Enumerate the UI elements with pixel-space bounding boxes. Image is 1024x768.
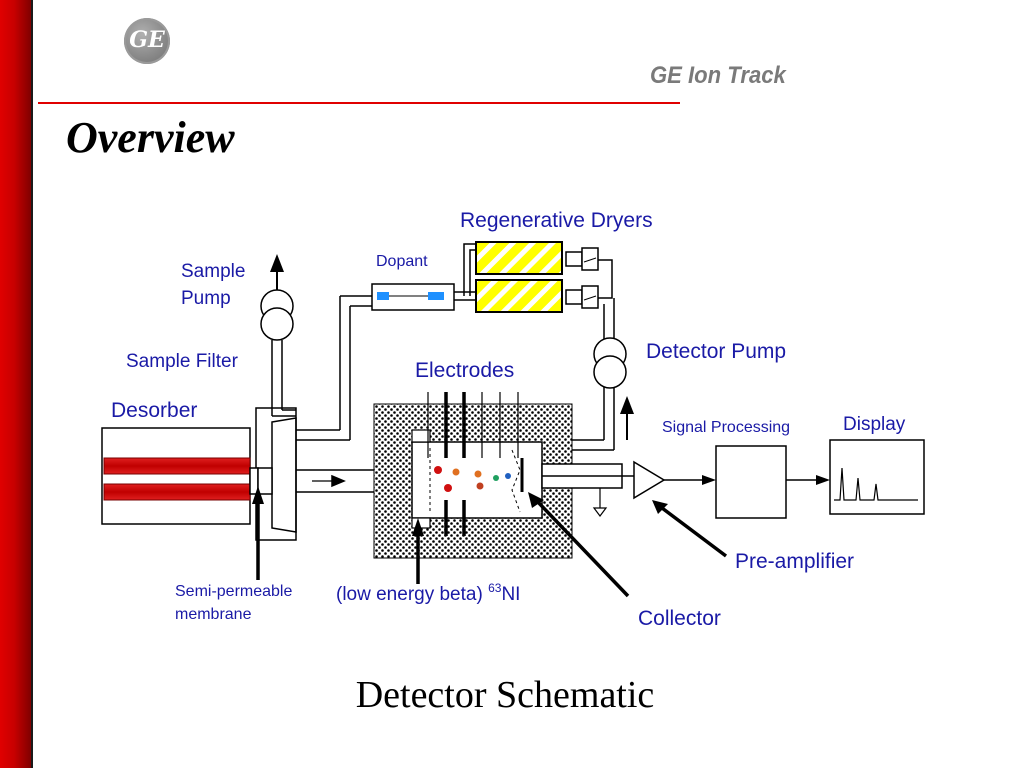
collector-label: Collector	[638, 607, 721, 630]
header-rule	[38, 102, 680, 104]
ions	[434, 466, 511, 492]
diagram-caption: Detector Schematic	[355, 674, 655, 716]
display-label: Display	[843, 414, 906, 435]
detector-pump-label: Detector Pump	[646, 340, 786, 363]
electrodes	[427, 392, 519, 536]
sample-filter-label: Sample Filter	[126, 351, 239, 372]
brand-name: GE Ion Track	[650, 62, 786, 89]
dopant-vessel	[371, 283, 476, 311]
ni-source-suffix: NI	[501, 584, 520, 605]
regenerative-dryers-label: Regenerative Dryers	[460, 209, 653, 232]
dopant-label: Dopant	[376, 253, 428, 270]
semi-permeable-label-line2: membrane	[175, 606, 252, 623]
sample-pump-label-line1: Sample	[181, 261, 245, 282]
pre-amplifier-label: Pre-amplifier	[735, 550, 854, 573]
pre-amplifier	[633, 460, 716, 500]
desorber	[101, 427, 251, 525]
display-box	[829, 439, 925, 515]
detector-cell	[373, 403, 573, 559]
sample-pump-icon	[260, 254, 294, 341]
pointer-arrows	[252, 486, 728, 598]
electrodes-label: Electrodes	[415, 359, 514, 382]
detector-pump-icon	[593, 337, 634, 440]
semi-permeable-label-line1: Semi-permeable	[175, 583, 292, 600]
ni-source-label: (low energy beta) 63NI	[336, 581, 520, 605]
red-sidebar	[0, 0, 33, 768]
signal-processing-label: Signal Processing	[662, 419, 790, 436]
regenerative-dryers	[463, 241, 613, 313]
desorber-label: Desorber	[111, 399, 197, 422]
collector	[520, 458, 634, 517]
ni-source-prefix: (low energy beta)	[336, 584, 488, 605]
sample-pump-line	[271, 295, 372, 441]
ni-source-superscript: 63	[488, 581, 502, 595]
sample-pump-label-line2: Pump	[181, 288, 231, 309]
signal-processing-box	[715, 445, 830, 519]
slide-title: Overview	[66, 113, 235, 162]
ge-logo: GE	[124, 18, 170, 64]
